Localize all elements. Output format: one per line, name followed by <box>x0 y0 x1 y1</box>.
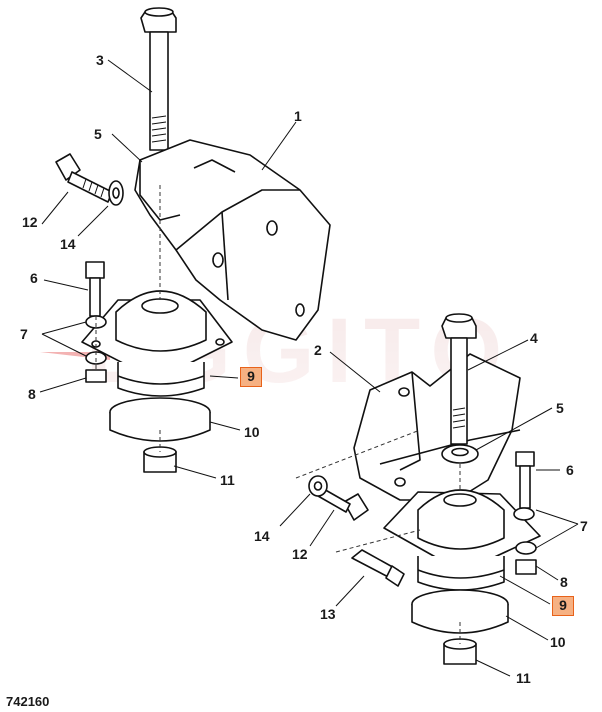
stud-6-lower <box>515 451 535 509</box>
callout-9-lower[interactable]: 9 <box>552 596 574 616</box>
washer-5-lower <box>441 444 479 464</box>
callout-9-upper[interactable]: 9 <box>240 367 262 387</box>
washer-14-upper <box>108 180 124 206</box>
label-13: 13 <box>320 606 336 622</box>
label-4: 4 <box>530 330 538 346</box>
label-7-lower: 7 <box>580 518 588 534</box>
label-7-upper: 7 <box>20 326 28 342</box>
label-6-lower: 6 <box>566 462 574 478</box>
label-14-lower: 14 <box>254 528 270 544</box>
label-2: 2 <box>314 342 322 358</box>
label-12-lower: 12 <box>292 546 308 562</box>
centre-lines <box>95 185 461 644</box>
label-6-upper: 6 <box>30 270 38 286</box>
screw-13 <box>351 549 405 587</box>
washers-7-lower <box>513 507 537 555</box>
bracket-1 <box>134 139 331 341</box>
washer-14-lower <box>308 475 328 497</box>
nut-8-lower <box>515 559 537 575</box>
drawing-number: 742160 <box>6 694 50 709</box>
cap-screw-12-upper <box>55 153 113 203</box>
label-10-lower: 10 <box>550 634 566 650</box>
label-5-lower: 5 <box>556 400 564 416</box>
nut-8-upper <box>85 369 107 383</box>
label-8-lower: 8 <box>560 574 568 590</box>
label-10-upper: 10 <box>244 424 260 440</box>
bolt-3 <box>140 7 177 151</box>
stud-6-upper <box>85 261 105 317</box>
label-8-upper: 8 <box>28 386 36 402</box>
nut-11-lower <box>443 638 477 665</box>
label-3: 3 <box>96 52 104 68</box>
label-1: 1 <box>294 108 302 124</box>
bracket-2 <box>353 353 521 501</box>
label-11-lower: 11 <box>516 670 531 686</box>
bolt-4 <box>441 313 477 445</box>
label-5-upper: 5 <box>94 126 102 142</box>
label-14-upper: 14 <box>60 236 76 252</box>
rubber-mount-upper <box>81 290 233 442</box>
nut-11-upper <box>143 446 177 473</box>
rubber-mount-lower <box>383 489 541 634</box>
label-11-upper: 11 <box>220 472 235 488</box>
label-12-upper: 12 <box>22 214 38 230</box>
leader-lines <box>39 59 579 677</box>
